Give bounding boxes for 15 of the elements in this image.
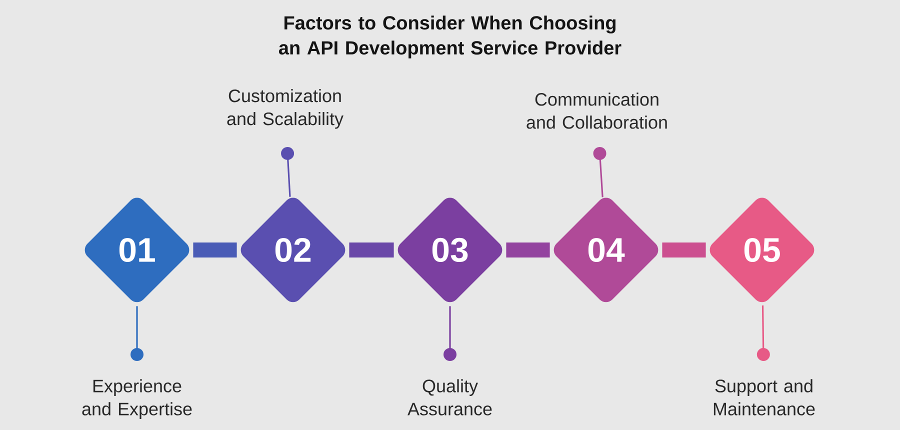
leader-line bbox=[281, 146, 294, 197]
factor-label: Support and Maintenance bbox=[714, 379, 815, 416]
factor-label: Experience and Expertise bbox=[82, 379, 192, 419]
title: Factors to Consider When Choosing an API Development Service Provider bbox=[278, 16, 622, 58]
factor-label: Communication and Collaboration bbox=[526, 92, 667, 129]
leader-line bbox=[130, 306, 144, 361]
connector-bar bbox=[349, 242, 394, 258]
factor-label: Customization and Scalability bbox=[227, 89, 344, 129]
connector-bar bbox=[506, 242, 550, 258]
connector-bar bbox=[662, 242, 706, 258]
leader-line bbox=[593, 146, 606, 198]
factor-label: Quality Assurance bbox=[408, 379, 492, 416]
leader-line bbox=[756, 305, 770, 361]
leader-line bbox=[444, 306, 456, 361]
connector-bar bbox=[193, 242, 237, 258]
